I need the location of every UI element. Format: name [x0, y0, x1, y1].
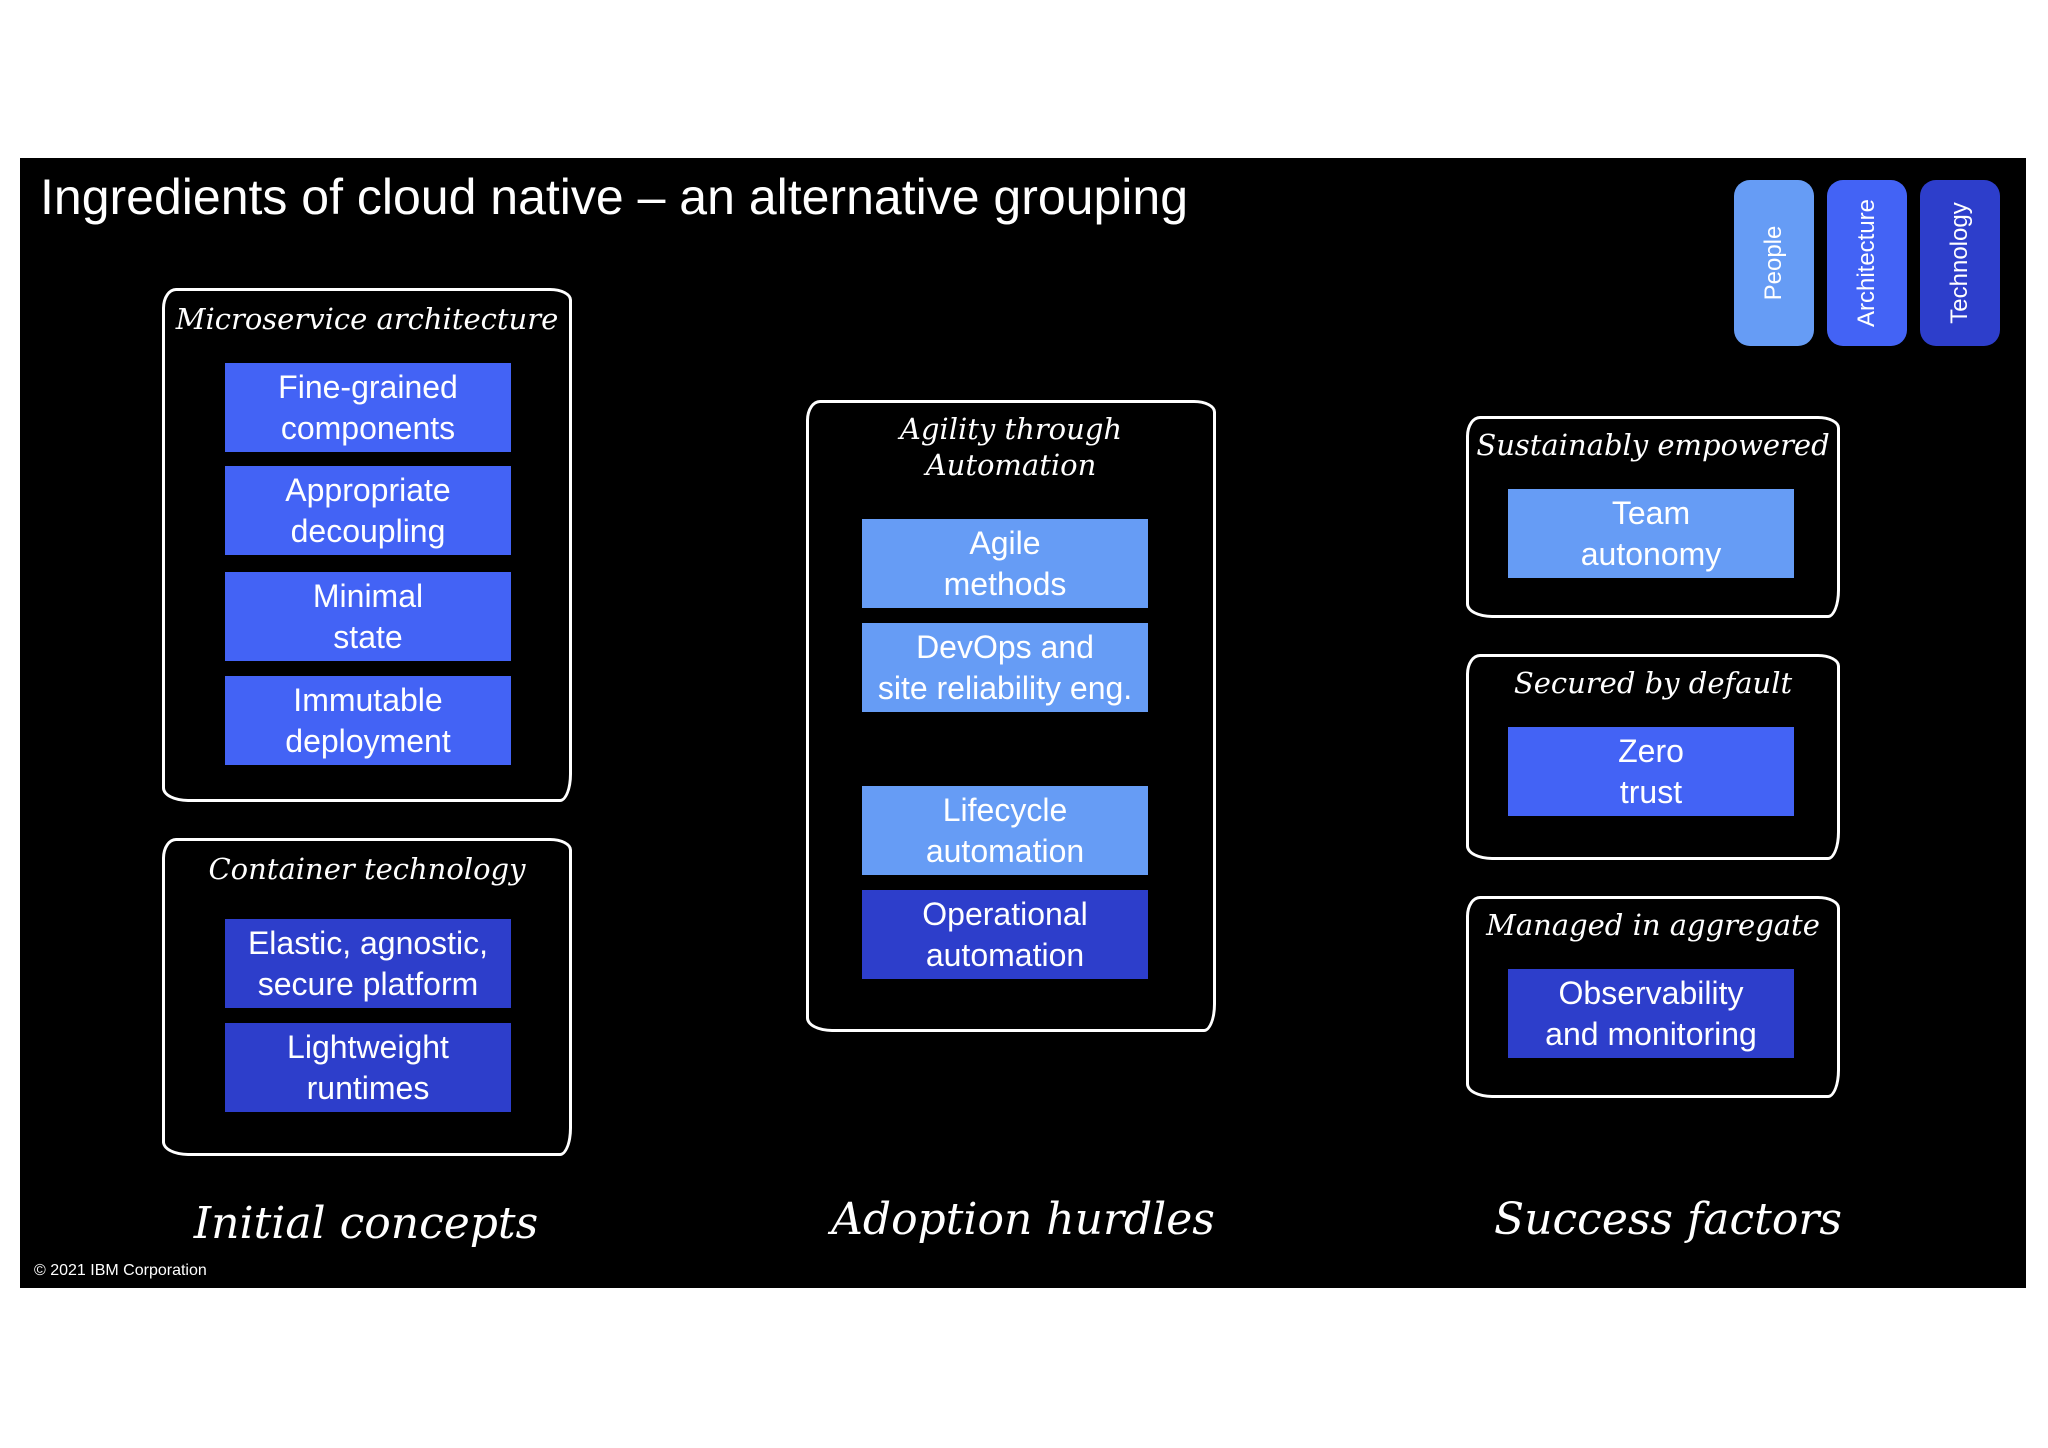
- column-label-adoption-hurdles: Adoption hurdles: [831, 1194, 1215, 1245]
- group-secured-by-default: Secured by default Zero trust: [1466, 654, 1840, 860]
- legend-architecture: Architecture: [1827, 180, 1907, 346]
- group-title: Agility through Automation: [899, 412, 1123, 482]
- group-managed-in-aggregate: Managed in aggregate Observability and m…: [1466, 896, 1840, 1098]
- box-devops-sre: DevOps and site reliability eng.: [862, 623, 1148, 712]
- box-lifecycle-automation: Lifecycle automation: [862, 786, 1148, 875]
- box-agile-methods: Agile methods: [862, 519, 1148, 608]
- group-microservice-architecture: Microservice architecture Fine-grained c…: [162, 288, 572, 802]
- column-label-success-factors: Success factors: [1494, 1194, 1842, 1245]
- box-immutable-deployment: Immutable deployment: [225, 676, 511, 765]
- group-agility-through-automation: Agility through Automation Agile methods…: [806, 400, 1216, 1032]
- box-elastic-agnostic-platform: Elastic, agnostic, secure platform: [225, 919, 511, 1008]
- group-container-technology: Container technology Elastic, agnostic, …: [162, 838, 572, 1156]
- copyright-notice: © 2021 IBM Corporation: [34, 1262, 207, 1279]
- group-sustainably-empowered: Sustainably empowered Team autonomy: [1466, 416, 1840, 618]
- box-fine-grained-components: Fine-grained components: [225, 363, 511, 452]
- group-title: Sustainably empowered: [1476, 428, 1830, 462]
- box-operational-automation: Operational automation: [862, 890, 1148, 979]
- group-title: Managed in aggregate: [1486, 908, 1820, 942]
- legend-technology: Technology: [1920, 180, 2000, 346]
- slide: Ingredients of cloud native – an alterna…: [20, 158, 2026, 1288]
- slide-title: Ingredients of cloud native – an alterna…: [40, 169, 1188, 225]
- group-title: Microservice architecture: [175, 302, 559, 336]
- box-team-autonomy: Team autonomy: [1508, 489, 1794, 578]
- box-zero-trust: Zero trust: [1508, 727, 1794, 816]
- box-minimal-state: Minimal state: [225, 572, 511, 661]
- box-observability-monitoring: Observability and monitoring: [1508, 969, 1794, 1058]
- group-title: Container technology: [208, 852, 526, 886]
- legend-people: People: [1734, 180, 1814, 346]
- box-lightweight-runtimes: Lightweight runtimes: [225, 1023, 511, 1112]
- column-label-initial-concepts: Initial concepts: [193, 1198, 539, 1249]
- group-title: Secured by default: [1513, 666, 1793, 700]
- legend-technology-label: Technology: [1946, 202, 1973, 324]
- box-appropriate-decoupling: Appropriate decoupling: [225, 466, 511, 555]
- legend-people-label: People: [1760, 225, 1787, 301]
- legend-architecture-label: Architecture: [1853, 198, 1880, 328]
